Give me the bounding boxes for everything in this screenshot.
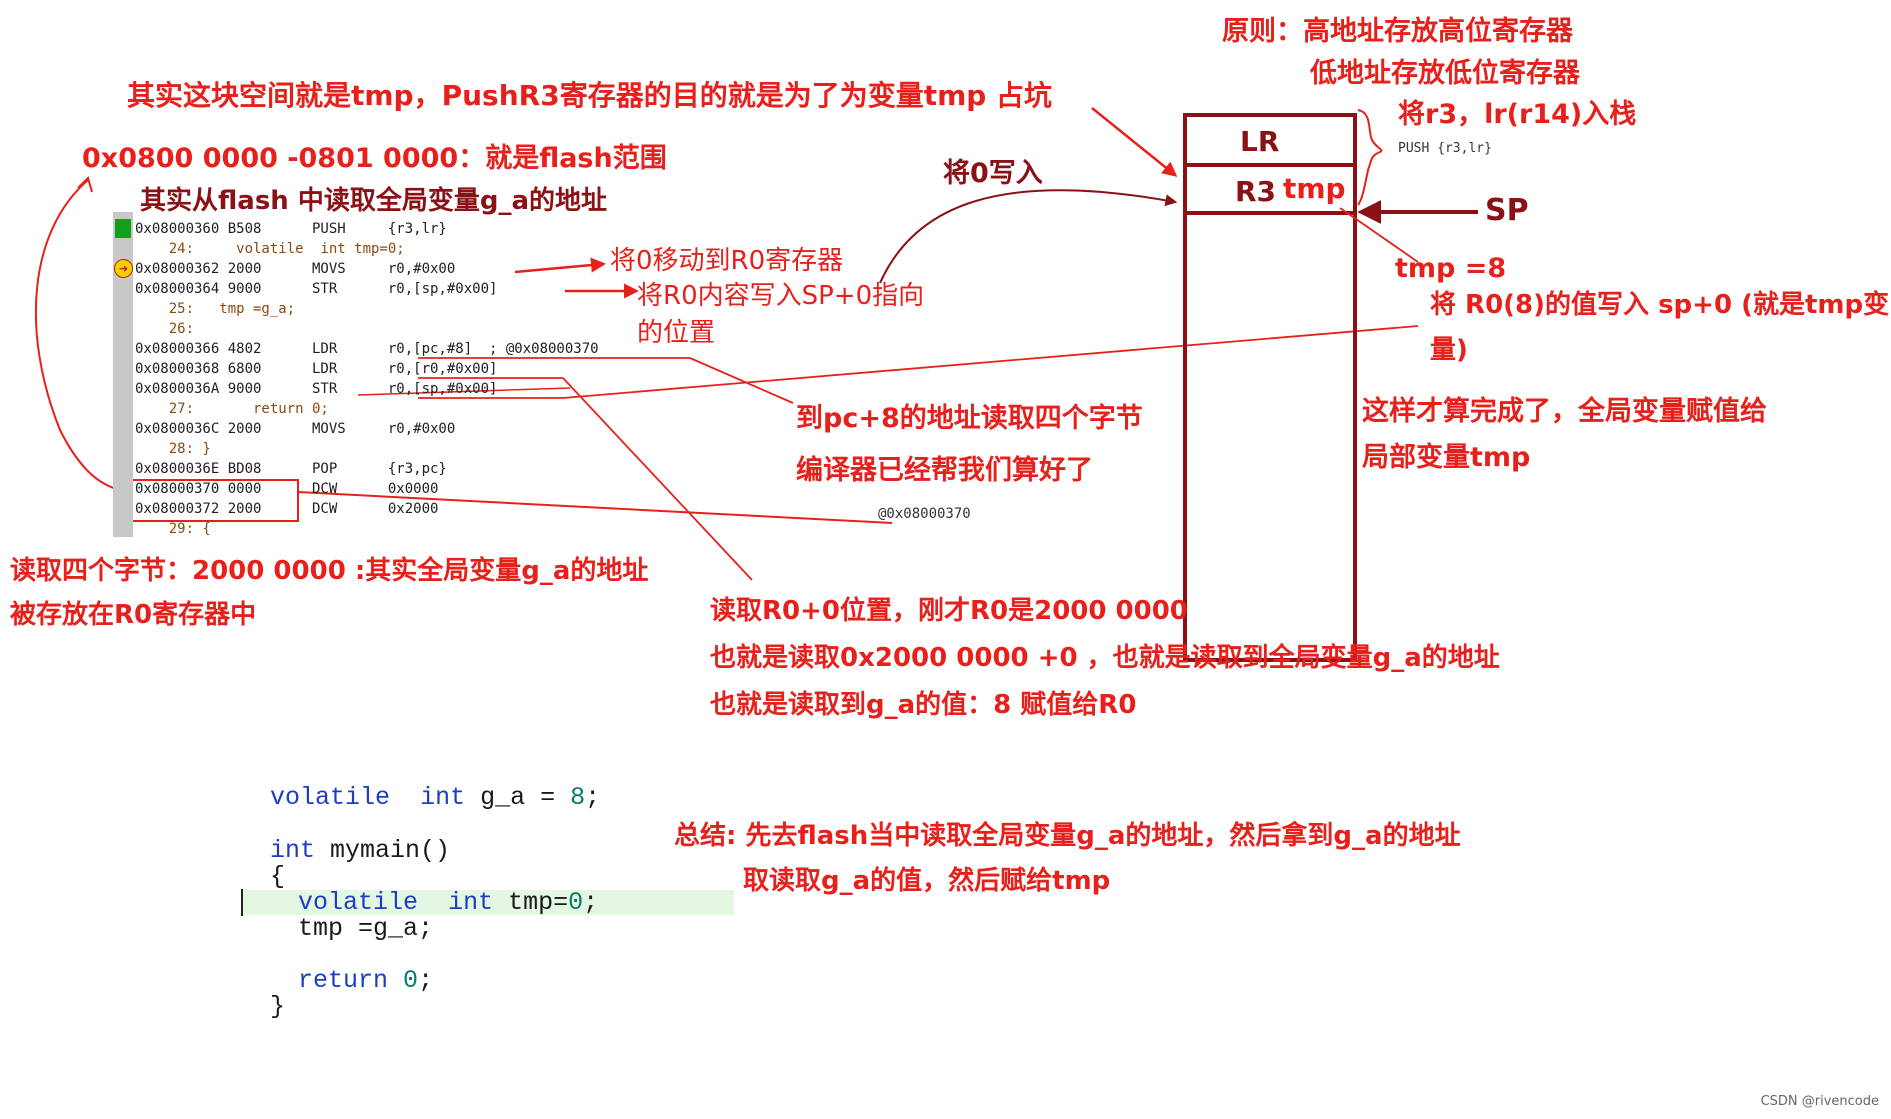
disasm-line[interactable]: 0x08000360 B508 PUSH {r3,lr} (135, 221, 447, 237)
disasm-line[interactable]: 25: tmp =g_a; (135, 301, 296, 317)
summary-note-2: 取读取g_a的值，然后赋给tmp (743, 866, 1111, 896)
keyword: int (270, 836, 316, 865)
read-four-bytes-note-1: 读取四个字节：2000 0000 :其实全局变量g_a的地址 (10, 556, 649, 586)
code-text: ; (585, 783, 601, 812)
disasm-line[interactable]: 29: { (135, 521, 211, 537)
disasm-line[interactable]: 28: } (135, 441, 211, 457)
text-cursor (241, 889, 243, 916)
watermark: CSDN @rivencode (1760, 1094, 1879, 1109)
disasm-line[interactable]: 0x0800036A 9000 STR r0,[sp,#0x00] (135, 381, 498, 397)
code-text: g_a = (465, 783, 571, 812)
disassembly-gutter: ➜ (113, 212, 133, 537)
disasm-line[interactable]: 0x0800036E BD08 POP {r3,pc} (135, 461, 447, 477)
disassembly-panel: ➜ 0x08000360 B508 PUSH {r3,lr} 24: volat… (113, 212, 599, 542)
code-text: { (270, 862, 286, 891)
code-text: ; (418, 966, 434, 995)
disasm-line[interactable]: 0x0800036C 2000 MOVS r0,#0x00 (135, 421, 456, 437)
number-literal: 0 (403, 966, 419, 995)
flash-loop-curve (34, 179, 121, 491)
pc8-note-1: 到pc+8的地址读取四个字节 (796, 403, 1143, 434)
principle-line-2: 低地址存放低位寄存器 (1310, 58, 1580, 89)
mov-r0-note: 将0移动到R0寄存器 (610, 246, 844, 276)
push-brace (1357, 109, 1383, 206)
source-line-1[interactable]: volatile int g_a = 8; (240, 760, 600, 810)
str-r0-note-2: 的位置 (637, 318, 716, 348)
disasm-line[interactable]: 0x08000368 6800 LDR r0,[r0,#0x00] (135, 361, 498, 377)
pc-arrow-icon: ➜ (114, 259, 133, 278)
stack-slot-tmp: tmp (1283, 172, 1346, 205)
disasm-line[interactable]: 0x08000370 0000 DCW 0x0000 (135, 481, 439, 497)
keyword: int (420, 783, 466, 812)
tmp-equals-8: tmp =8 (1395, 253, 1507, 284)
code-text: tmp =g_a; (298, 914, 434, 943)
disasm-line[interactable]: 0x08000364 9000 STR r0,[sp,#0x00] (135, 281, 498, 297)
source-line-7[interactable]: } (240, 969, 285, 1019)
str-r0-note-1: 将R0内容写入SP+0指向 (637, 281, 925, 311)
summary-note-1: 总结: 先去flash当中读取全局变量g_a的地址，然后拿到g_a的地址 (674, 821, 1461, 851)
keyword: volatile (270, 783, 391, 812)
done-note-2: 局部变量tmp (1362, 442, 1531, 473)
write-r0-sp-note-2: 量) (1430, 335, 1468, 365)
space-is-tmp-note: 其实这块空间就是tmp，PushR3寄存器的目的就是为了为变量tmp 占坑 (127, 79, 1053, 112)
source-line-6[interactable]: return 0; (268, 943, 433, 993)
read-four-bytes-note-2: 被存放在R0寄存器中 (10, 600, 257, 630)
code-text: } (270, 992, 286, 1021)
source-line-4[interactable]: volatile int tmp=0; (268, 865, 598, 915)
pc8-note-2: 编译器已经帮我们算好了 (796, 455, 1093, 486)
address-label-370: @0x08000370 (878, 506, 971, 522)
disasm-line[interactable]: 0x08000372 2000 DCW 0x2000 (135, 501, 439, 517)
number-literal: 8 (570, 783, 586, 812)
read-r0-note-3: 也就是读取到g_a的值：8 赋值给R0 (710, 690, 1137, 720)
done-note-1: 这样才算完成了，全局变量赋值给 (1362, 396, 1767, 427)
write-zero-curve (879, 189, 1178, 284)
source-line-2[interactable]: int mymain() (240, 813, 450, 863)
disasm-line[interactable]: 24: volatile int tmp=0; (135, 241, 405, 257)
read-r0-note-2: 也就是读取0x2000 0000 +0 ，也就是读取到全局变量g_a的地址 (710, 643, 1500, 673)
keyword: volatile (298, 888, 419, 917)
write-r0-sp-note-1: 将 R0(8)的值写入 sp+0 (就是tmp变 (1430, 290, 1890, 320)
keyword: return (298, 966, 389, 995)
disasm-line[interactable]: 0x08000362 2000 MOVS r0,#0x00 (135, 261, 456, 277)
stack-slot-lr: LR (1240, 125, 1280, 158)
principle-line-1: 原则：高地址存放高位寄存器 (1222, 16, 1573, 47)
source-line-3[interactable]: { (240, 839, 285, 889)
write-zero-note: 将0写入 (943, 158, 1043, 189)
number-literal: 0 (568, 888, 584, 917)
read-r0-note-1: 读取R0+0位置，刚才R0是2000 0000 (710, 596, 1188, 626)
code-text: mymain() (315, 836, 451, 865)
stack-frame (1183, 113, 1357, 662)
sp-label: SP (1485, 193, 1529, 228)
stack-slot-r3: R3 (1235, 175, 1277, 208)
keyword: int (448, 888, 494, 917)
current-source-line-highlight (242, 890, 734, 915)
current-line-marker (115, 219, 131, 238)
push-instruction: PUSH {r3,lr} (1398, 141, 1492, 156)
disasm-line[interactable]: 26: (135, 321, 195, 337)
source-line-5[interactable]: tmp =g_a; (268, 891, 433, 941)
code-text: tmp= (493, 888, 569, 917)
push-note: 将r3，lr(r14)入栈 (1398, 99, 1637, 130)
code-text: ; (583, 888, 599, 917)
disasm-line[interactable]: 27: return 0; (135, 401, 329, 417)
flash-range-note: 0x0800 0000 -0801 0000：就是flash范围 (82, 143, 667, 174)
disasm-line[interactable]: 0x08000366 4802 LDR r0,[pc,#8] ; @0x0800… (135, 341, 599, 357)
read-from-flash-note: 其实从flash 中读取全局变量g_a的地址 (140, 186, 608, 216)
